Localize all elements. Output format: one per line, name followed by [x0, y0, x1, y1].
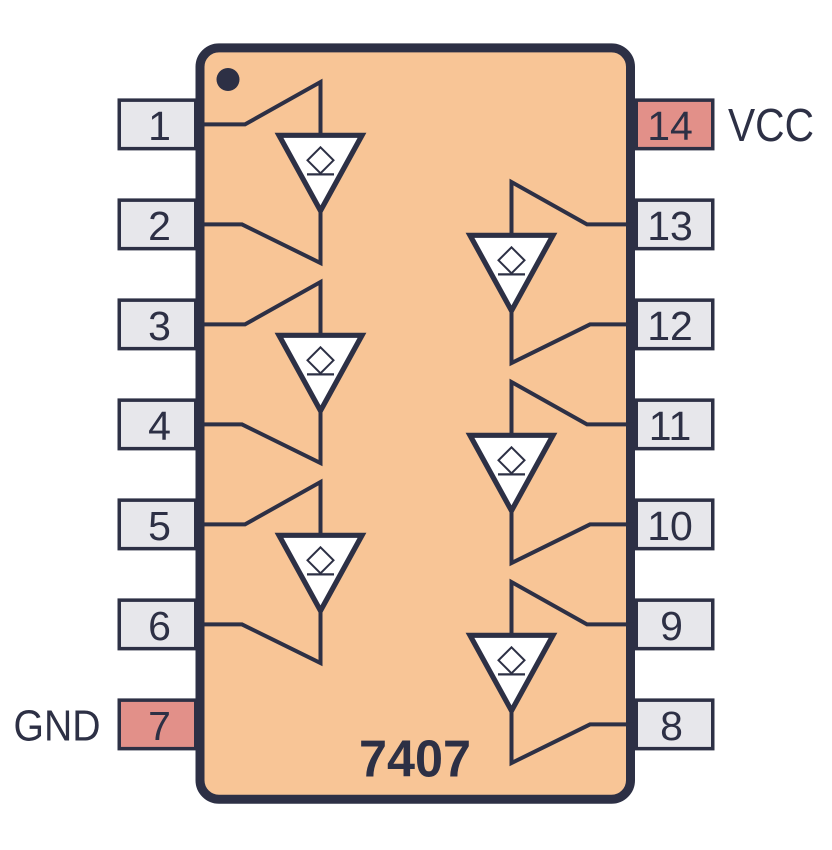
svg-text:5: 5 — [148, 503, 171, 549]
svg-text:7407: 7407 — [359, 731, 471, 789]
svg-text:3: 3 — [148, 303, 171, 349]
svg-text:7: 7 — [148, 703, 171, 749]
svg-text:4: 4 — [148, 403, 171, 449]
svg-text:1: 1 — [148, 103, 171, 149]
svg-text:10: 10 — [647, 503, 693, 549]
svg-text:12: 12 — [647, 303, 693, 349]
svg-text:GND: GND — [14, 701, 101, 750]
svg-text:14: 14 — [647, 103, 693, 149]
svg-text:VCC: VCC — [728, 99, 814, 151]
svg-text:13: 13 — [647, 203, 693, 249]
svg-text:2: 2 — [148, 203, 171, 249]
svg-text:6: 6 — [148, 603, 171, 649]
svg-text:9: 9 — [660, 603, 683, 649]
svg-text:11: 11 — [649, 403, 692, 449]
svg-text:8: 8 — [660, 703, 683, 749]
